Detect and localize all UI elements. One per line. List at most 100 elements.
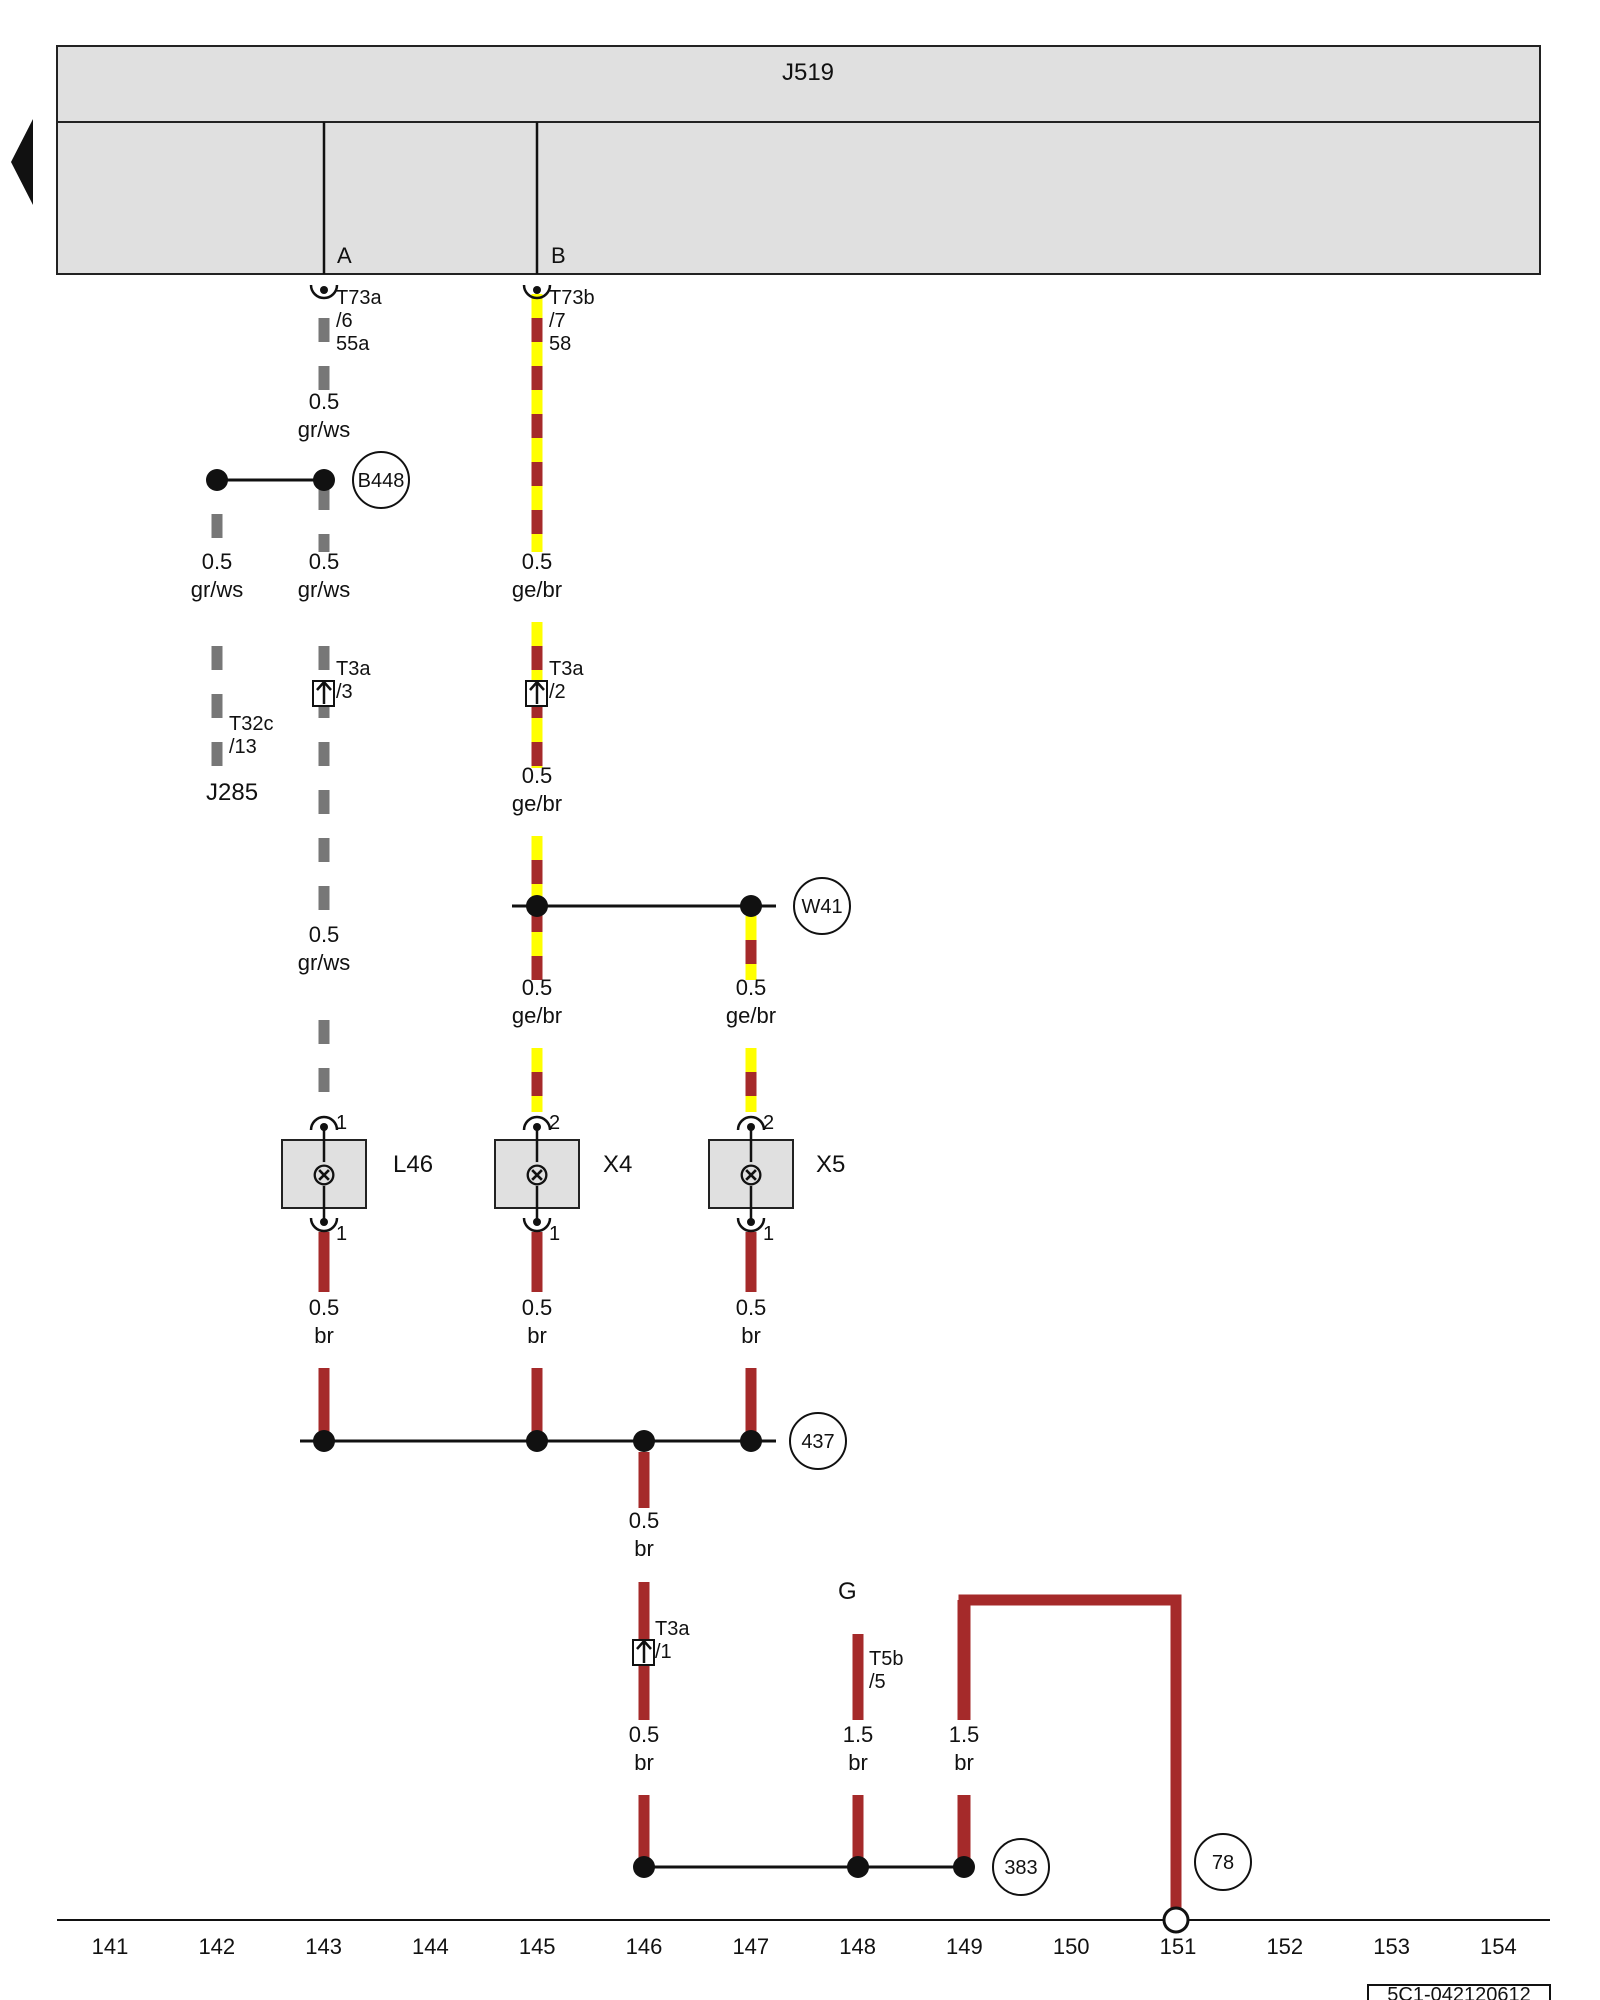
connector-t3a-3-pin: /3: [336, 681, 353, 703]
ground-383-marker: [992, 1838, 1050, 1896]
lamp-bg: [525, 1162, 549, 1186]
component-x4-pin-top: 2: [549, 1112, 560, 1134]
connector-t5b-pin: /5: [869, 1671, 886, 1693]
ruler-number: 149: [946, 1934, 983, 1959]
plug-arc-icon: [522, 1217, 552, 1233]
connector-t5b-name: T5b: [869, 1648, 903, 1670]
ruler-number: 154: [1480, 1934, 1517, 1959]
wire-color-label: br: [634, 1536, 654, 1561]
component-x4-pin-bottom: 1: [549, 1223, 560, 1245]
component-x5-pin-top: 2: [763, 1112, 774, 1134]
connector-t3a-2-pin: /2: [549, 681, 566, 703]
connector-t73b-name: T73b: [549, 287, 595, 309]
plug-arc-icon: [522, 1115, 552, 1131]
component-l46-name: L46: [393, 1151, 433, 1178]
plug-arc-icon: [309, 284, 339, 300]
wire-size-label: 0.5: [309, 389, 340, 414]
ruler-number: 148: [839, 1934, 876, 1959]
connector-t73b-pin: /7: [549, 310, 566, 332]
connector-t3a-1-name: T3a: [655, 1618, 690, 1640]
splice-w41: W41: [512, 877, 851, 935]
doc-code: 5C1-042120612: [1387, 1984, 1530, 2000]
ruler-number: 150: [1053, 1934, 1090, 1959]
wire-size-label: 1.5: [843, 1722, 874, 1747]
junction-dot: [313, 1430, 335, 1452]
ground-78-label: 78: [1212, 1852, 1234, 1874]
page-back-arrow-icon[interactable]: [11, 119, 33, 205]
plug-arc-icon: [736, 1217, 766, 1233]
wire-size-label: 0.5: [522, 1295, 553, 1320]
terminal-arrow-icon: [316, 680, 332, 704]
plug-arc-icon: [309, 1217, 339, 1233]
component-x4-name: X4: [603, 1151, 632, 1178]
connector-t73b-terminal: 58: [549, 333, 571, 355]
pin-label-a: A: [337, 243, 352, 268]
wire-size-label: 0.5: [522, 549, 553, 574]
wire-color-label: br: [741, 1323, 761, 1348]
wire-label-group: 0.5 gr/ws 0.5 gr/ws 0.5 gr/ws 0.5 gr/ws 0.5 ge/br…: [191, 389, 980, 1775]
ruler-number: 152: [1266, 1934, 1303, 1959]
ruler-number: 143: [305, 1934, 342, 1959]
junction-dot: [953, 1856, 975, 1878]
wire-color-label: ge/br: [512, 1003, 562, 1028]
component-j285-name: J285: [206, 779, 258, 806]
component-x4: ⊗ 2 1 X4: [494, 1112, 632, 1245]
ground-78-marker: [1194, 1833, 1252, 1891]
plug-t73b: T73b /7 58: [522, 284, 595, 355]
junction-dot: [847, 1856, 869, 1878]
component-l46-pin-top: 1: [336, 1112, 347, 1134]
wire-size-label: 0.5: [522, 763, 553, 788]
splice-w41-label: W41: [801, 896, 842, 918]
wire-size-label: 0.5: [736, 1295, 767, 1320]
splice-b448-label: B448: [358, 470, 405, 492]
ground-383-label: 383: [1004, 1857, 1037, 1879]
wire-size-label: 0.5: [736, 975, 767, 1000]
splice-w41-marker: [793, 877, 851, 935]
wire-color-label: br: [954, 1750, 974, 1775]
lamp-icon: ⊗: [524, 1156, 551, 1192]
connector-t3a-2-name: T3a: [549, 658, 584, 680]
ground-bus-437: 437: [300, 1412, 847, 1470]
connector-t3a-1-pin: /1: [655, 1641, 672, 1663]
connector-t73a-terminal: 55a: [336, 333, 370, 355]
wire-color-label: br: [634, 1750, 654, 1775]
wire-color-label: gr/ws: [191, 577, 244, 602]
wire-size-label: 1.5: [949, 1722, 980, 1747]
lamp-icon: ⊗: [738, 1156, 765, 1192]
ground-437-label: 437: [801, 1431, 834, 1453]
component-x5-pin-bottom: 1: [763, 1223, 774, 1245]
ruler-number: 141: [92, 1934, 129, 1959]
connector-t32c-pin: /13: [229, 736, 257, 758]
ruler-number: 146: [626, 1934, 663, 1959]
splice-b448-marker: [352, 451, 410, 509]
wire-size-label: 0.5: [309, 922, 340, 947]
wire-loop-segment: [958, 1594, 1182, 1908]
connector-t3a-3-name: T3a: [336, 658, 371, 680]
ground-point-icon: [1162, 1906, 1190, 1934]
terminal-arrow-icon: [636, 1639, 652, 1663]
wire-size-label: 0.5: [309, 1295, 340, 1320]
ruler-number: 153: [1373, 1934, 1410, 1959]
ruler-number: 144: [412, 1934, 449, 1959]
connector-t32c-name: T32c: [229, 713, 273, 735]
wire-color-label: gr/ws: [298, 577, 351, 602]
wire-size-label: 0.5: [309, 549, 340, 574]
wire-color-label: gr/ws: [298, 950, 351, 975]
doc-code-box: [1367, 1984, 1551, 2000]
pin-label-b: B: [551, 243, 566, 268]
plug-contact-icon: [320, 286, 328, 294]
ruler-number: 147: [732, 1934, 769, 1959]
lamp-icon: ⊗: [311, 1156, 338, 1192]
ruler-number: 151: [1160, 1934, 1197, 1959]
wire-size-label: 0.5: [629, 1508, 660, 1533]
lamp-bg: [312, 1162, 336, 1186]
wire-size-label: 0.5: [202, 549, 233, 574]
wire-color-label: gr/ws: [298, 417, 351, 442]
wire-size-label: 0.5: [522, 975, 553, 1000]
plug-contact-icon: [533, 286, 541, 294]
junction-dot: [526, 1430, 548, 1452]
control-unit-name: J519: [782, 59, 834, 86]
component-x5: ⊗ 2 1 X5: [708, 1112, 845, 1245]
junction-dot: [740, 895, 762, 917]
